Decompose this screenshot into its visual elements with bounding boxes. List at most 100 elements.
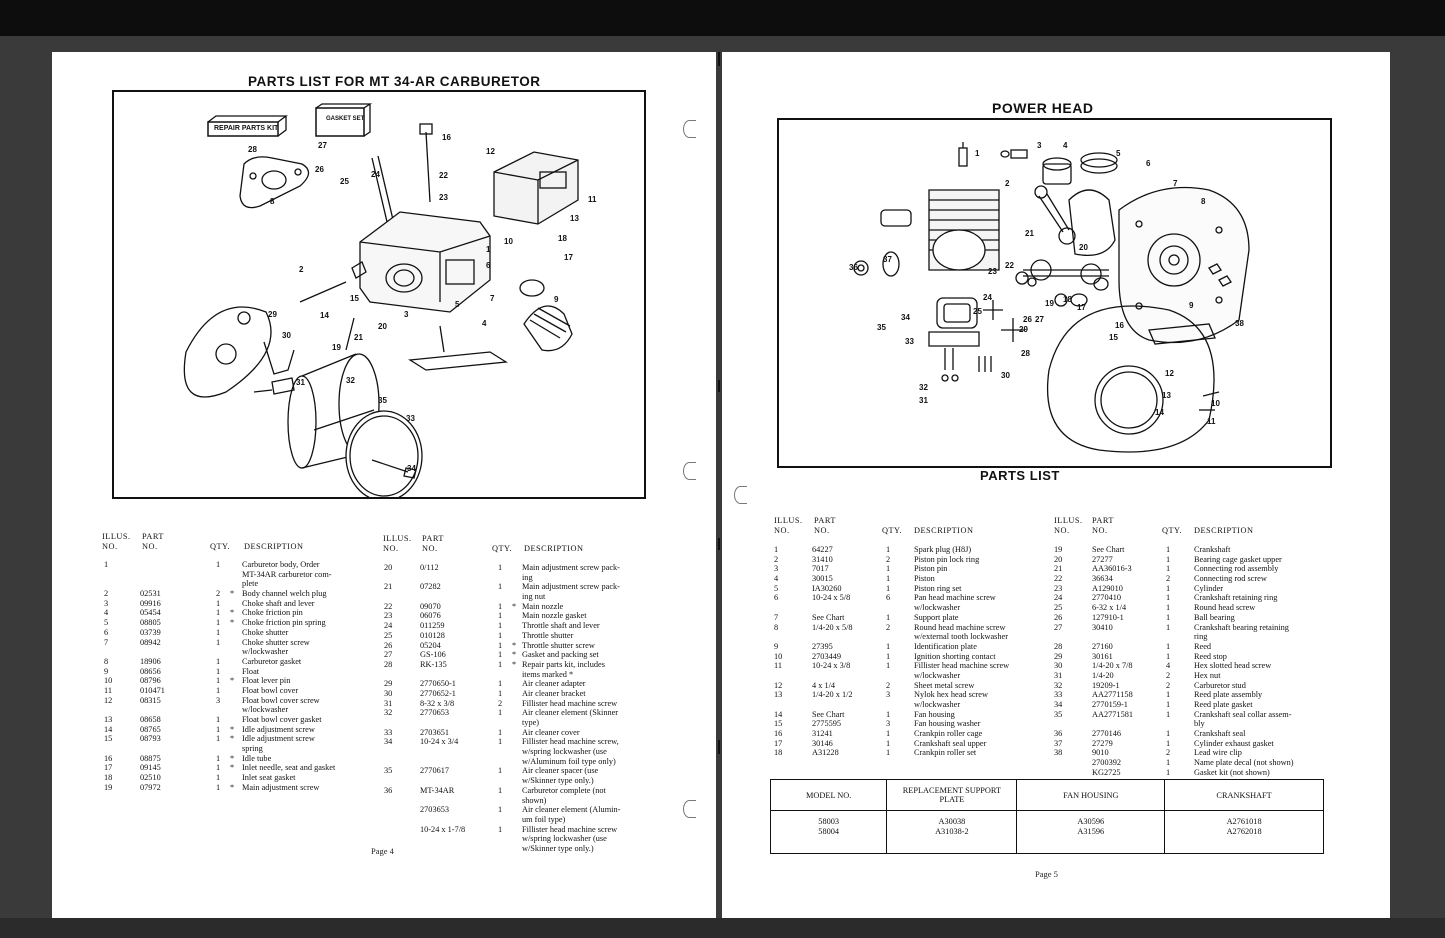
cell-part: 0/112 — [420, 563, 439, 572]
cell-illus: 1 — [774, 545, 779, 554]
cell-qty: 1 — [216, 734, 221, 744]
cell-illus: 9 — [104, 666, 109, 676]
cell-desc: Fillister head machine screw — [522, 824, 618, 834]
chart-header: MODEL NO. — [769, 779, 888, 811]
cell-desc: Air cleaner element (Alumin- — [522, 805, 621, 815]
cell-desc: w/lockwasher — [914, 670, 961, 680]
cell-part: GS-106 — [420, 650, 446, 660]
parts-row: w/Skinner type only.) — [384, 844, 684, 854]
kit-box-label: REPAIR PARTS KIT — [214, 125, 279, 132]
cell-qty: 1 — [1166, 690, 1171, 700]
cell-part: 2770159-1 — [1092, 700, 1128, 709]
cell-desc: bly — [1194, 719, 1205, 729]
chart-value: 58003 — [818, 817, 840, 826]
callout-label: 30 — [282, 331, 291, 340]
chart-header: CRANKSHAFT — [1164, 779, 1324, 811]
cell-desc: Main adjustment screw — [242, 782, 320, 792]
cell-desc: Fan housing — [914, 709, 955, 719]
callout-label: 30 — [1001, 371, 1010, 380]
cell-part: A129010 — [1092, 583, 1123, 593]
binder-hole — [683, 800, 696, 818]
cell-qty: 1 — [1166, 709, 1171, 719]
cell-part: 06076 — [420, 611, 441, 621]
cell-desc: w/Skinner type only.) — [522, 843, 594, 853]
cell-desc: ing nut — [522, 592, 546, 602]
parts-row: plete — [104, 579, 374, 589]
cell-part: 010471 — [140, 685, 165, 695]
cell-qty: 2 — [886, 680, 891, 690]
cell-part: 08875 — [140, 753, 161, 763]
cell-qty: 1 — [498, 630, 503, 640]
spine-mark — [718, 52, 720, 66]
cell-qty: 1 — [216, 598, 221, 608]
chart-header: FAN HOUSING — [1016, 779, 1166, 811]
col2-header-illus: ILLUS. — [1054, 516, 1083, 525]
cell-part: RK-135 — [420, 659, 447, 669]
cell-desc: Float bowl cover screw — [242, 695, 320, 705]
callout-label: 4 — [482, 319, 487, 328]
cell-part: 03739 — [140, 627, 161, 637]
parts-row: um foil type) — [384, 815, 684, 825]
chart-header: REPLACEMENT SUPPORT PLATE — [886, 779, 1018, 811]
cell-qty: 1 — [498, 601, 503, 611]
cell-illus: 13 — [104, 715, 113, 724]
cell-illus: 19 — [1054, 545, 1063, 554]
cell-qty: 1 — [216, 560, 221, 569]
col-header-part: PART — [814, 516, 836, 525]
callout-label: 26 — [315, 165, 324, 174]
cell-qty: 1 — [1166, 564, 1171, 574]
cell-desc: Reed stop — [1194, 651, 1227, 661]
cell-part: KG2725 — [1092, 767, 1121, 777]
binder-hole — [683, 120, 696, 138]
parts-row: ring — [1054, 632, 1354, 642]
cell-illus: 35 — [1054, 709, 1063, 719]
cell-part: 2775595 — [812, 719, 842, 729]
cell-illus: 34 — [384, 737, 393, 747]
callout-label: 6 — [1146, 159, 1151, 168]
page-number: Page 5 — [1035, 869, 1058, 879]
carburetor-exploded-view: REPAIR PARTS KIT GASKET SET 123456789101… — [183, 103, 597, 497]
cell-part: 09070 — [420, 601, 441, 611]
callout-label: 21 — [1025, 229, 1034, 238]
cell-illus: 2 — [774, 554, 779, 564]
cell-desc: Float bowl cover gasket — [242, 715, 322, 724]
cell-qty: 1 — [216, 773, 221, 783]
cell-illus: 33 — [384, 727, 393, 737]
cell-part: 27160 — [1092, 641, 1113, 651]
cell-qty: 1 — [1166, 767, 1171, 777]
cell-part: 10-24 x 5/8 — [812, 593, 851, 603]
callout-label: 19 — [1045, 299, 1054, 308]
callout-label: 31 — [919, 396, 928, 405]
callout-label: 4 — [1063, 141, 1068, 150]
callout-label: 27 — [318, 141, 327, 150]
cell-illus: 17 — [104, 763, 113, 773]
cell-qty: 1 — [216, 685, 221, 695]
callout-label: 35 — [877, 323, 886, 332]
page-5: POWER HEAD — [722, 52, 1390, 918]
cell-qty: 1 — [498, 737, 503, 747]
cell-qty: 1 — [216, 656, 221, 666]
cell-qty: 1 — [1166, 545, 1171, 554]
cell-illus: 3 — [774, 564, 779, 574]
cell-illus: 8 — [774, 622, 779, 632]
cell-desc: Ignition shorting contact — [914, 651, 996, 661]
